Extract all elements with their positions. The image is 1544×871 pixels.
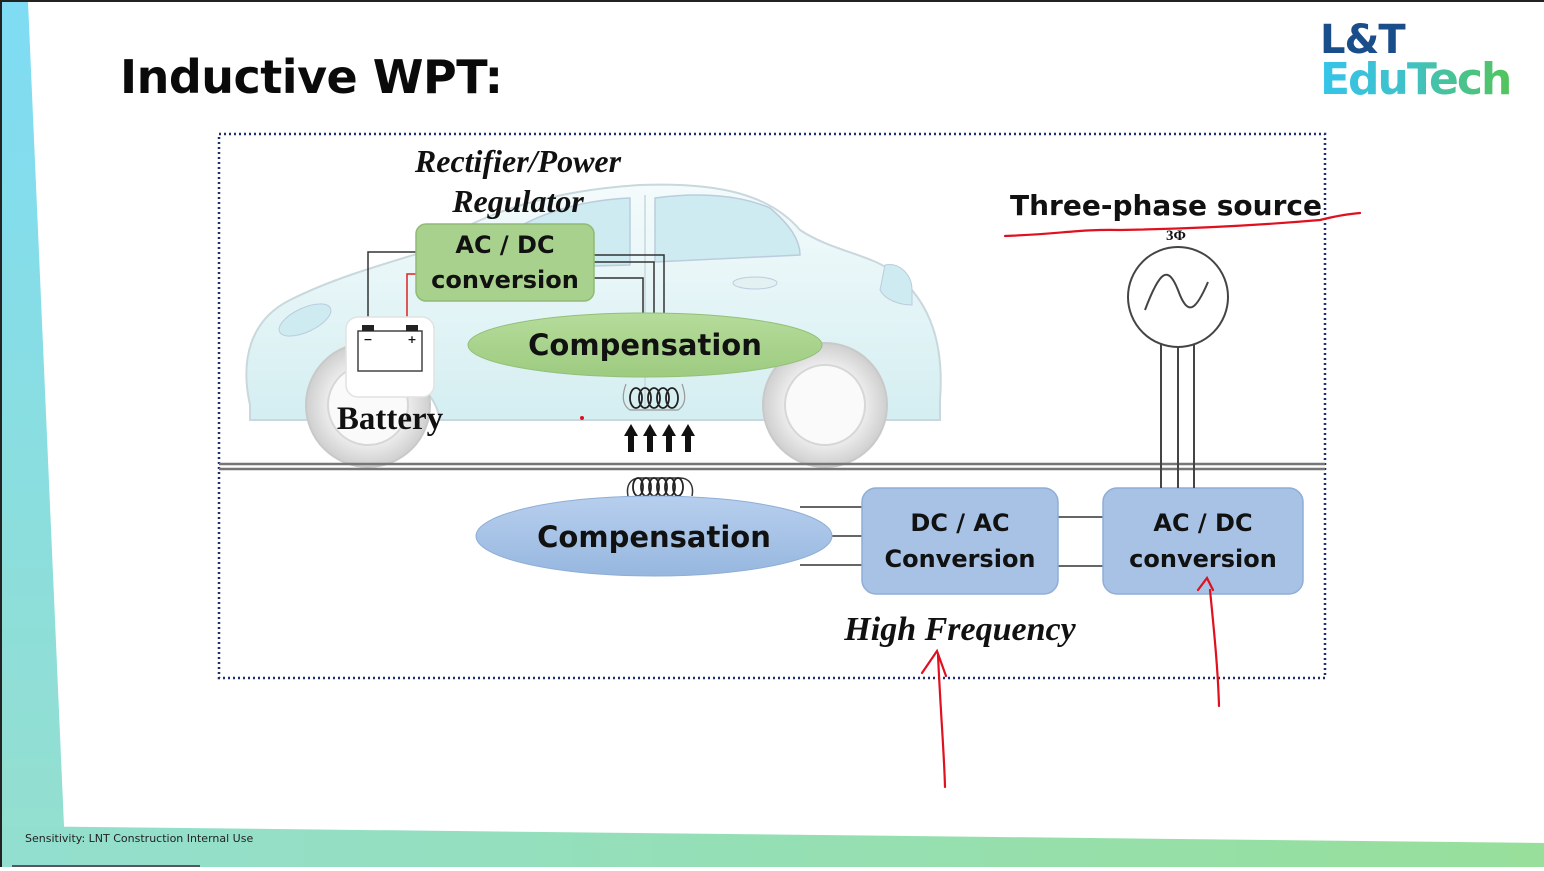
window-border-top [0, 0, 1544, 2]
left-accent-band [2, 2, 64, 826]
battery-minus-sign: − [363, 333, 372, 346]
wire-acdc-comp-3 [594, 277, 644, 314]
ground-compensation-label: Compensation [537, 520, 771, 554]
three-phase-symbol: 3Φ [1166, 228, 1186, 244]
annotation-underline-three-phase [1003, 211, 1362, 238]
dcac-conversion-block: DC / AC Conversion [861, 487, 1059, 595]
sensitivity-footer: Sensitivity: LNT Construction Internal U… [25, 832, 254, 845]
rectifier-label-line1: Rectifier/Power [414, 143, 622, 179]
car-door-handle [732, 276, 778, 290]
car-taillight [879, 264, 913, 306]
annotation-arrow-acdc [1208, 588, 1221, 708]
rectifier-label-line2: Regulator [451, 183, 584, 219]
battery-plus-sign: + [407, 333, 416, 346]
vehicle-acdc-line1: AC / DC [455, 231, 554, 259]
car-headlight [278, 303, 332, 337]
ground-compensation-ellipse: Compensation [475, 495, 833, 577]
window-border-left [0, 0, 2, 867]
dcac-line2: Conversion [884, 545, 1035, 573]
vehicle-compensation-label: Compensation [528, 328, 762, 362]
wire-acdc-comp-2 [594, 261, 655, 314]
vehicle-acdc-block: AC / DC conversion [415, 223, 595, 302]
ground-acdc-line2: conversion [1129, 545, 1277, 573]
car-rear-window [654, 194, 801, 263]
bottom-accent-band [2, 826, 1544, 867]
annotation-marks [920, 211, 1362, 789]
lt-edutech-logo: L&T EduTech [1320, 17, 1512, 105]
wire-acdc-comp-1 [594, 254, 665, 314]
wire-battery-negative [367, 251, 416, 318]
ground-acdc-conversion-block: AC / DC conversion [1102, 487, 1304, 595]
annotation-arrow-high-frequency [936, 653, 947, 789]
power-transfer-arrows-icon [624, 424, 695, 452]
wire-battery-positive [406, 273, 416, 318]
three-phase-source-label: Three-phase source [1010, 189, 1322, 222]
logo-line-lt: L&T [1320, 17, 1406, 63]
receiver-coil-icon [622, 383, 686, 411]
dcac-line1: DC / AC [910, 509, 1009, 537]
slide-title: Inductive WPT: [120, 50, 503, 104]
red-pointer-dot [580, 416, 584, 420]
logo-line-edutech: EduTech [1320, 54, 1512, 105]
high-frequency-label: High Frequency [843, 611, 1076, 648]
battery-icon: − + [345, 316, 435, 398]
ground-acdc-line1: AC / DC [1153, 509, 1252, 537]
vehicle-compensation-ellipse: Compensation [467, 312, 823, 378]
vehicle-acdc-line2: conversion [431, 266, 579, 294]
ac-source-icon [1127, 246, 1229, 348]
battery-label: Battery [337, 401, 444, 437]
transmitter-coil-icon [626, 477, 694, 497]
